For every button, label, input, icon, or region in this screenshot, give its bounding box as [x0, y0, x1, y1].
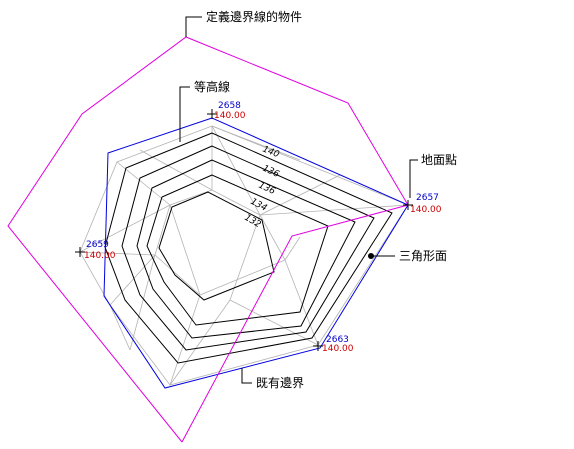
- point-marker-2657: [403, 200, 413, 210]
- leader-boundary-object: [185, 16, 202, 37]
- point-id-2658: 2658: [218, 101, 241, 111]
- leader-contour: [179, 86, 190, 142]
- point-id-2657: 2657: [416, 193, 439, 203]
- callout-leaders: [179, 16, 418, 384]
- triangle-mesh: [79, 125, 409, 386]
- contour-line: [158, 191, 275, 301]
- contour-line: [121, 145, 375, 351]
- contour-line: [136, 159, 356, 339]
- contour-label: 134: [249, 197, 269, 214]
- point-elevation-2658: 140.00: [214, 111, 246, 121]
- leader-dot-triangle-face: [368, 253, 374, 259]
- contour-line: [104, 132, 393, 364]
- callout-triangle-face: 三角形面: [399, 249, 447, 263]
- contour-label: 136: [257, 181, 277, 197]
- point-marker-2663: [313, 341, 323, 351]
- callout-existing-boundary: 既有邊界: [256, 376, 304, 390]
- contour-lines: [104, 132, 393, 364]
- point-id-2663: 2663: [326, 335, 349, 345]
- point-id-2659: 2659: [86, 240, 109, 250]
- point-elevation-2657: 140.00: [410, 205, 442, 215]
- callout-contour: 等高線: [194, 79, 230, 94]
- point-elevation-2659: 140.00: [84, 251, 116, 261]
- contour-line: [146, 174, 329, 326]
- boundary-object: [7, 36, 409, 443]
- callout-boundary-object: 定義邊界線的物件: [206, 9, 302, 24]
- point-elevation-2663: 140.00: [322, 344, 354, 354]
- point-marker-2658: [207, 109, 217, 119]
- point-marker-2659: [75, 247, 85, 257]
- leader-existing-boundary: [241, 368, 252, 384]
- leader-ground-point: [409, 159, 418, 198]
- contour-label: 136: [261, 164, 281, 180]
- ground-point-markers: [75, 109, 413, 351]
- callout-ground-point: 地面點: [421, 153, 457, 167]
